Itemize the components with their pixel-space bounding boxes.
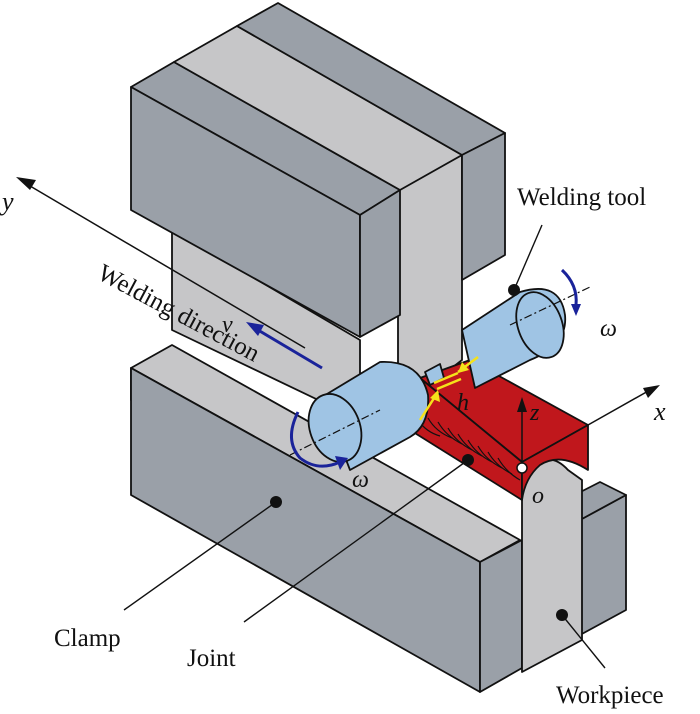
joint-label: Joint xyxy=(187,645,236,672)
z-axis-arrowhead xyxy=(517,397,527,412)
tool-left-end xyxy=(307,393,363,463)
welding-tool-left xyxy=(289,361,445,471)
welding-tool-label: Welding tool xyxy=(517,184,646,211)
x-axis-symbol: x xyxy=(653,397,666,426)
omega-right-arrowhead xyxy=(571,304,581,316)
gap-arrowhead-bottom xyxy=(430,390,440,402)
workpiece-plate xyxy=(521,458,583,673)
tool-right-end xyxy=(515,291,565,359)
axes xyxy=(16,177,660,474)
gap-line-lower xyxy=(436,377,462,391)
omega-right-arc xyxy=(560,268,578,306)
velocity-arrow-line xyxy=(257,328,323,370)
clamp-label: Clamp xyxy=(54,625,121,652)
welding-tool-right xyxy=(461,284,591,389)
upper-clamp-side-right xyxy=(461,132,506,281)
omega-left-symbol: ω xyxy=(352,467,369,493)
motion-arrows xyxy=(246,268,581,470)
velocity-arrowhead xyxy=(246,322,264,336)
lower-clamp-end xyxy=(479,539,523,693)
workpiece-leader xyxy=(561,614,606,669)
z-axis-symbol: z xyxy=(529,400,540,426)
omega-left-arrowhead xyxy=(335,456,348,470)
joint-leader xyxy=(243,459,469,623)
clamp-leader xyxy=(123,501,277,611)
velocity-symbol: v xyxy=(222,312,233,338)
y-axis-line xyxy=(24,182,306,349)
y-axis-symbol: y xyxy=(0,187,14,216)
gap-line-upper xyxy=(433,371,459,385)
welding-tool-leader xyxy=(513,224,543,291)
tool-left-axis xyxy=(289,409,381,456)
x-axis-arrowhead xyxy=(643,385,660,398)
tool-right-axis xyxy=(509,286,591,326)
workpiece xyxy=(521,458,583,673)
weld-ripples xyxy=(417,417,521,481)
joint-block xyxy=(409,359,589,501)
origin-symbol: o xyxy=(532,483,544,509)
upper-clamp xyxy=(130,2,506,421)
omega-right-symbol: ω xyxy=(600,316,617,342)
x-axis-line xyxy=(587,389,651,426)
upper-clamp-side xyxy=(359,189,401,338)
workpiece-label: Workpiece xyxy=(556,682,664,709)
origin-point xyxy=(516,462,528,474)
gap-arrowhead-top xyxy=(458,362,469,373)
gap-height-symbol: h xyxy=(457,390,469,416)
y-axis-arrowhead xyxy=(16,177,36,190)
callouts xyxy=(123,224,606,669)
omega-left-arc xyxy=(290,411,341,468)
joint-end xyxy=(521,424,589,501)
